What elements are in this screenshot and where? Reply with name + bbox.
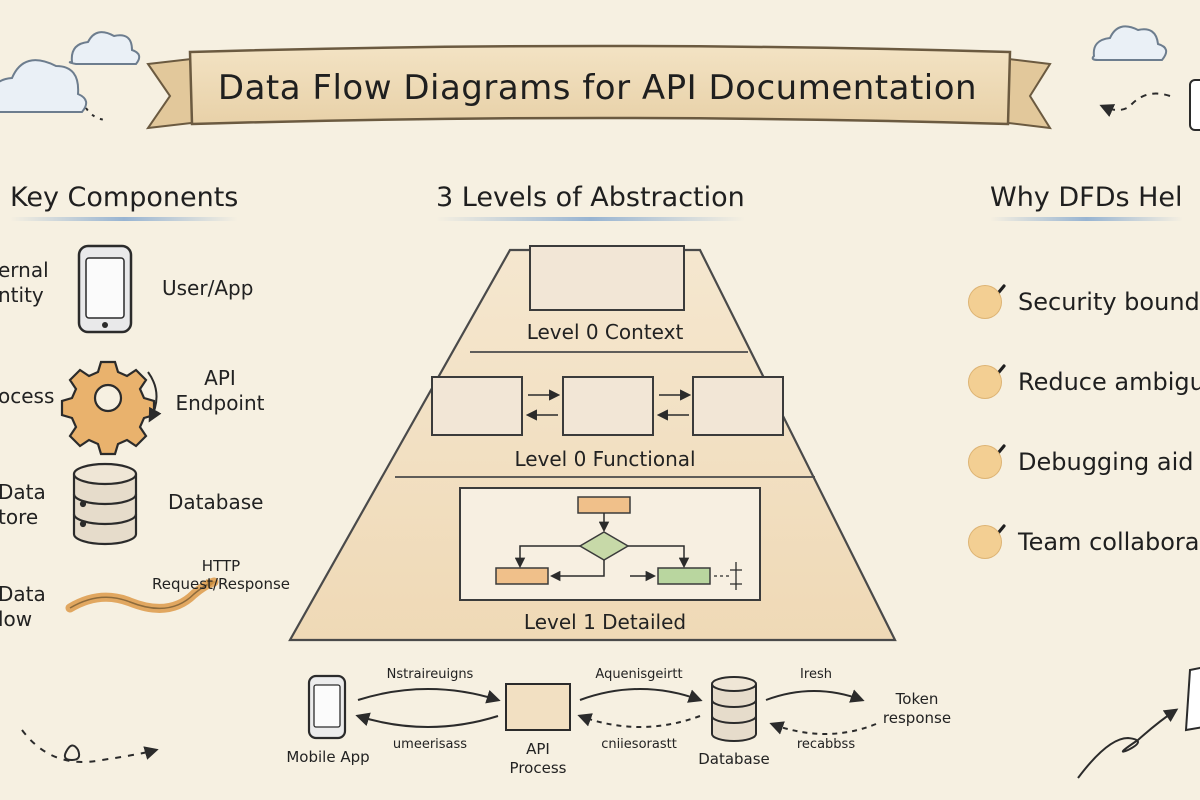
flow-node-mobile-app: Mobile App: [286, 748, 370, 766]
gear-icon: [60, 360, 162, 456]
flow-arrows: [355, 688, 877, 735]
benefit-text: Debugging aid: [1018, 448, 1194, 476]
check-icon: [968, 445, 1002, 479]
component-value-database: Database: [168, 490, 264, 514]
levels-heading-text: 3 Levels of Abstraction: [436, 182, 745, 213]
flow-edge-label: recabbss: [796, 737, 856, 752]
check-icon: [968, 285, 1002, 319]
component-value-api-endpoint: API Endpoint: [175, 366, 265, 415]
flow-node-database: Database: [698, 750, 770, 768]
flow-edge-label: umeerisass: [392, 737, 468, 752]
wavy-arrow-icon: [65, 577, 219, 613]
flow-api-process-box: [505, 683, 571, 731]
why-dfds-heading: Why DFDs Hel: [990, 182, 1183, 221]
flow-database-icon: [711, 676, 757, 742]
doodle-dashes: [85, 107, 109, 121]
component-label-external-entity: ernal ntity: [0, 258, 49, 307]
component-label-data-flow: Data low: [0, 582, 46, 631]
benefit-item: Team collabora: [968, 522, 1199, 562]
check-icon: [968, 365, 1002, 399]
flow-edge-label: Aquenisgeirtt: [595, 667, 683, 682]
why-dfds-heading-text: Why DFDs Hel: [990, 182, 1183, 213]
level-label-context: Level 0 Context: [526, 320, 684, 344]
cloud-icon: [68, 31, 141, 65]
doodle-loop: [63, 744, 81, 762]
benefit-text: Team collabora: [1018, 528, 1200, 556]
check-icon: [968, 525, 1002, 559]
doodle-device-icon: [1184, 666, 1200, 732]
doodle-device-icon: [1189, 79, 1200, 131]
flow-node-token-response: Token response: [882, 690, 952, 727]
benefit-item: Security bound: [968, 282, 1200, 322]
component-value-http: HTTP Request/Response: [151, 557, 291, 593]
abstraction-pyramid: [288, 245, 897, 642]
level-label-functional: Level 0 Functional: [514, 447, 696, 471]
key-components-heading: Key Components: [10, 182, 239, 221]
doodle-arrow-icon: [1077, 708, 1179, 779]
key-components-heading-text: Key Components: [10, 182, 239, 213]
database-icon: [72, 462, 138, 546]
flow-edge-label: cniiesorastt: [601, 737, 677, 752]
cloud-icon: [1091, 25, 1168, 61]
check-marks: [974, 284, 1006, 552]
benefit-item: Debugging aid: [968, 442, 1194, 482]
doodle-arrow-icon: [1099, 92, 1171, 117]
flow-edge-label: Nstraireuigns: [386, 667, 474, 682]
benefit-item: Reduce ambigu: [968, 362, 1200, 402]
phone-icon: [77, 244, 133, 334]
level-label-detailed: Level 1 Detailed: [523, 610, 687, 634]
flow-edge-label: Iresh: [800, 667, 832, 682]
title-banner: [145, 44, 1052, 130]
doodle-arrow-icon: [21, 729, 159, 763]
component-label-process: ocess: [0, 384, 55, 408]
page-title: Data Flow Diagrams for API Documentation: [217, 68, 978, 108]
component-value-user-app: User/App: [162, 276, 254, 300]
flow-node-api-process: API Process: [509, 740, 567, 777]
benefit-text: Security bound: [1018, 288, 1200, 316]
levels-heading: 3 Levels of Abstraction: [436, 182, 745, 221]
flow-mobile-app-icon: [307, 674, 347, 740]
component-label-data-store: Data tore: [0, 480, 46, 529]
cloud-icon: [0, 59, 88, 113]
benefit-text: Reduce ambigu: [1018, 368, 1200, 396]
